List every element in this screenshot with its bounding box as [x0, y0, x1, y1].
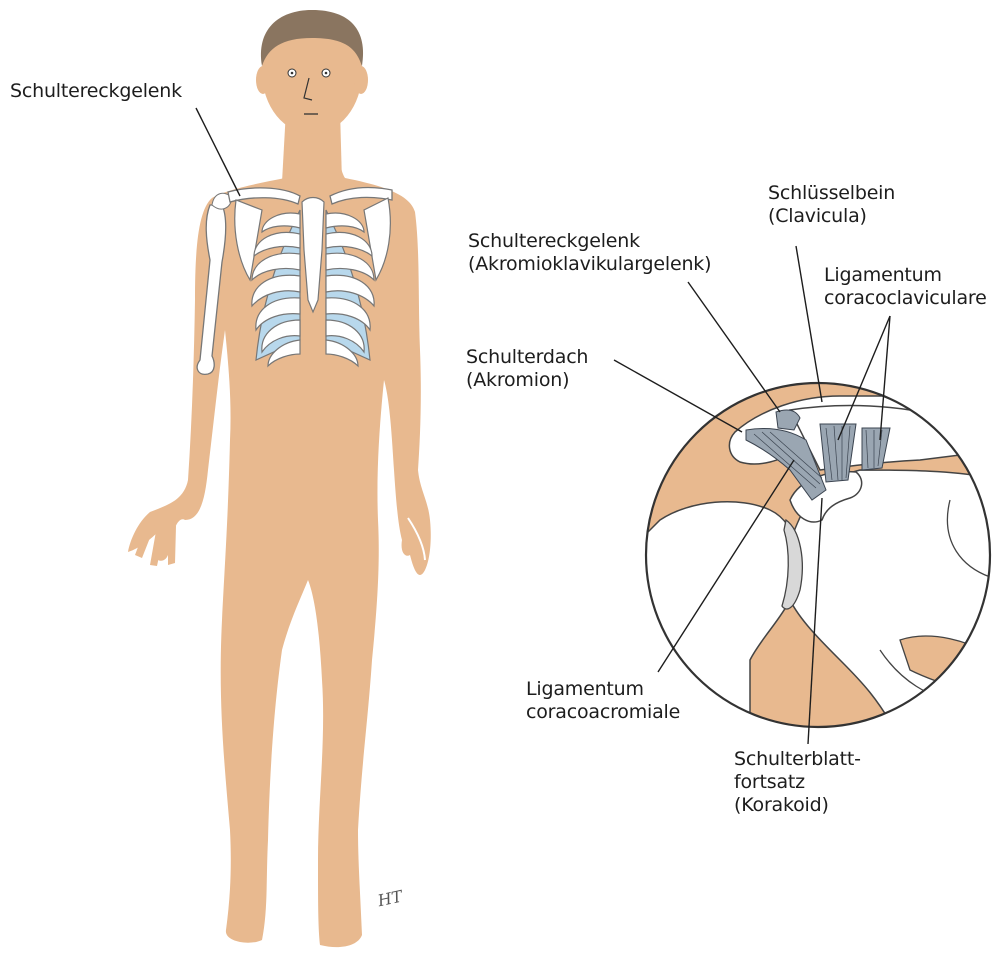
leader-schulterdach [614, 360, 742, 432]
label-schultereckgelenk-body: Schultereckgelenk [10, 80, 182, 103]
left-ear [256, 66, 270, 94]
label-schulterblattfortsatz: Schulterblatt- fortsatz (Korakoid) [734, 748, 861, 817]
label-line-3: (Korakoid) [734, 794, 861, 817]
leader-schultereckgelenk-body [196, 108, 240, 196]
shoulder-inset [640, 380, 1000, 740]
leader-schluesselbein [796, 246, 822, 402]
label-line-1: Schulterdach [466, 346, 588, 369]
label-line-2: (Clavicula) [768, 205, 895, 228]
leader-schultereckgelenk-detail [688, 282, 780, 412]
label-schulterdach: Schulterdach (Akromion) [466, 346, 588, 392]
label-line-2: coracoclaviculare [824, 287, 987, 310]
label-line-1: Ligamentum [824, 264, 987, 287]
label-ligamentum-coracoclaviculare: Ligamentum coracoclaviculare [824, 264, 987, 310]
label-ligamentum-coracoacromiale: Ligamentum coracoacromiale [526, 678, 680, 724]
label-line-1: Schulterblatt- [734, 748, 861, 771]
label-line-1: Ligamentum [526, 678, 680, 701]
label-text: Schultereckgelenk [10, 80, 182, 103]
label-line-2: coracoacromiale [526, 701, 680, 724]
label-schluesselbein: Schlüsselbein (Clavicula) [768, 182, 895, 228]
label-schultereckgelenk-detail: Schultereckgelenk (Akromioklavikulargele… [468, 230, 711, 276]
body-figure [128, 10, 431, 947]
artist-signature: HT [375, 886, 405, 910]
right-ear [354, 66, 368, 94]
label-line-1: Schultereckgelenk [468, 230, 711, 253]
label-line-1: Schlüsselbein [768, 182, 895, 205]
label-line-2: (Akromion) [466, 369, 588, 392]
label-line-2: (Akromioklavikulargelenk) [468, 253, 711, 276]
label-line-2: fortsatz [734, 771, 861, 794]
